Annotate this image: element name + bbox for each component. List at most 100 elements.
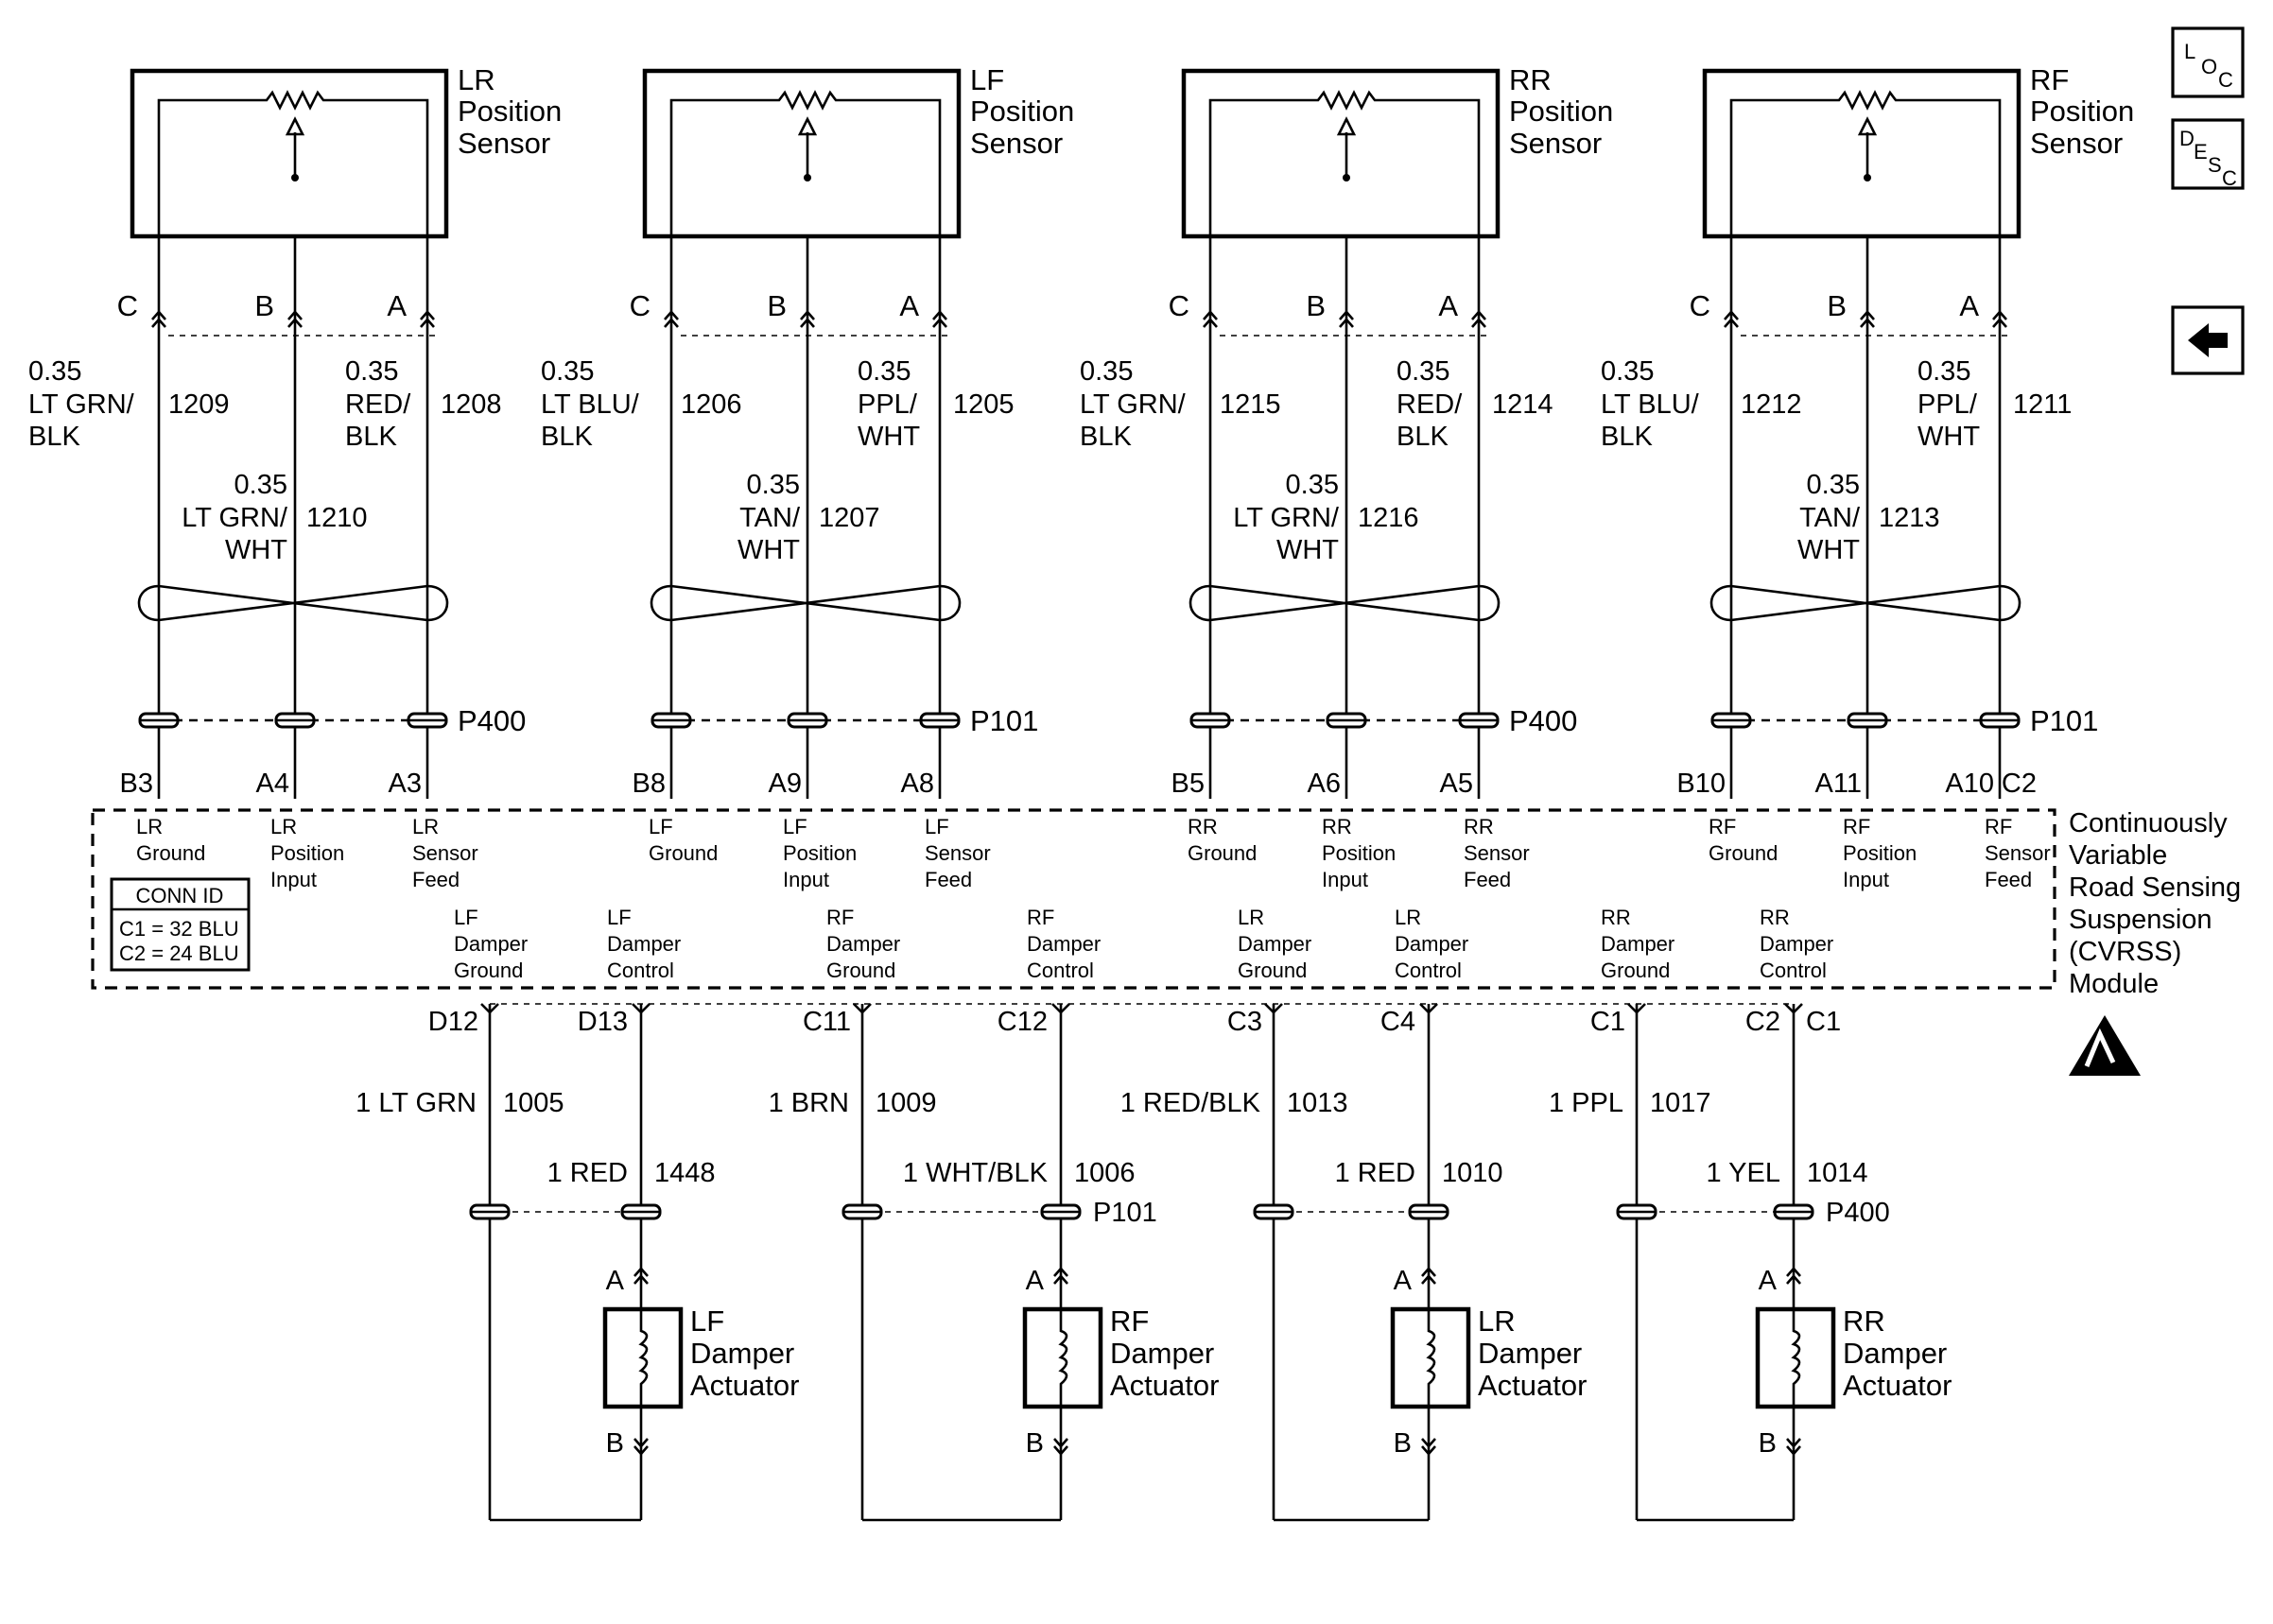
actuator-housing <box>602 1306 684 1409</box>
potentiometer-icon <box>1208 90 1481 236</box>
module-function: Damper <box>454 932 528 956</box>
pin-label: A <box>899 289 919 322</box>
actuator-name: Damper <box>690 1337 794 1370</box>
module-function: Damper <box>1238 932 1311 956</box>
wire-color: WHT <box>737 535 800 565</box>
wiper-arrow-icon <box>285 116 305 178</box>
module-function: Damper <box>607 932 681 956</box>
terminal-chevron <box>1786 1267 1801 1285</box>
sensor-name: Sensor <box>2030 127 2123 160</box>
module-function: RR <box>1464 815 1494 838</box>
twisted-pair-icon <box>1189 584 1501 622</box>
inline-connector-pin <box>1616 1203 1657 1220</box>
module-function: Feed <box>1985 868 2032 891</box>
wiper-arrow-icon <box>1857 116 1878 178</box>
pin-label: C <box>1169 289 1189 322</box>
sensor-name: Sensor <box>1509 127 1602 160</box>
circuit-number: 1214 <box>1492 389 1553 420</box>
module-pin: C2 <box>1745 1007 1780 1037</box>
actuator-name: Damper <box>1478 1337 1582 1370</box>
back-arrow-icon <box>2188 323 2228 357</box>
module-function: LF <box>607 906 632 929</box>
wire-size: 0.35 <box>541 356 594 387</box>
wire-size: 0.35 <box>1397 356 1449 387</box>
loc-label: L <box>2184 40 2195 63</box>
twisted-pair-icon <box>650 584 962 622</box>
terminal-chevron <box>420 310 435 328</box>
wire-color: LT GRN/ <box>1080 389 1187 420</box>
wiper-node <box>1864 174 1871 181</box>
inline-connector-pin <box>620 1203 662 1220</box>
circuit-number: 1010 <box>1442 1158 1503 1188</box>
module-pin: A5 <box>1440 769 1473 799</box>
circuit-number: 1211 <box>2013 389 2072 420</box>
pin-label: B <box>254 289 274 322</box>
module-function: Input <box>1843 868 1889 891</box>
module-function: RR <box>1322 815 1352 838</box>
connector-name: P400 <box>1826 1198 1890 1228</box>
module-name: Suspension <box>2069 905 2212 935</box>
module-function: Feed <box>412 868 460 891</box>
wire-color: 1 RED <box>547 1158 628 1188</box>
module-connector-id: C2 <box>2002 769 2037 799</box>
module-function: Ground <box>1188 841 1257 865</box>
conn-id-row: C1 = 32 BLU <box>119 917 239 941</box>
inline-connector-pin <box>1710 712 1752 729</box>
wire-color: WHT <box>1797 535 1860 565</box>
module-function: LF <box>783 815 807 838</box>
module-connector-id: C1 <box>1806 1007 1841 1037</box>
inline-connector-pin <box>1847 712 1888 729</box>
wire-size: 0.35 <box>1286 470 1339 500</box>
module-function: Ground <box>136 841 205 865</box>
module-pin: A11 <box>1815 769 1862 799</box>
wire-color: WHT <box>858 422 920 452</box>
back-button[interactable] <box>2171 305 2245 375</box>
module-name: (CVRSS) <box>2069 937 2181 967</box>
circuit-number: 1448 <box>654 1158 716 1188</box>
module-function: Sensor <box>1464 841 1530 865</box>
module-function: RF <box>1027 906 1054 929</box>
inline-connector-pin <box>1326 712 1367 729</box>
module-function: Control <box>1760 959 1827 982</box>
module-pin: A3 <box>389 769 422 799</box>
module-function: RF <box>1985 815 2012 838</box>
module-function: RF <box>1709 815 1736 838</box>
wire-color: BLK <box>345 422 397 452</box>
inline-connector-pin <box>1040 1203 1082 1220</box>
inline-connector-pin <box>407 712 448 729</box>
terminal-chevron <box>287 310 303 328</box>
conn-id-row: C2 = 24 BLU <box>119 942 239 965</box>
module-pin: D13 <box>578 1007 628 1037</box>
sensor-name: Position <box>1509 95 1613 128</box>
loc-button[interactable]: LOC <box>2171 26 2245 98</box>
module-function: Position <box>783 841 857 865</box>
circuit-number: 1005 <box>503 1088 564 1118</box>
module-function: Sensor <box>412 841 478 865</box>
module-function: Control <box>1395 959 1462 982</box>
pin-label: B <box>1759 1428 1777 1459</box>
actuator-name: Actuator <box>1478 1369 1587 1402</box>
pin-label: A <box>1759 1266 1778 1296</box>
wire-color: PPL/ <box>1917 389 1978 420</box>
circuit-number: 1017 <box>1650 1088 1711 1118</box>
module-name: Road Sensing <box>2069 872 2241 903</box>
sensor-name: LR <box>458 63 495 96</box>
circuit-number: 1013 <box>1287 1088 1348 1118</box>
pin-label: B <box>606 1428 624 1459</box>
terminal-chevron <box>1724 310 1739 328</box>
terminal-chevron <box>1421 1438 1436 1456</box>
circuit-number: 1210 <box>306 503 368 533</box>
pin-label: C <box>630 289 651 322</box>
wire-color: 1 LT GRN <box>356 1088 477 1118</box>
circuit-number: 1014 <box>1807 1158 1868 1188</box>
sensor-name: Sensor <box>970 127 1063 160</box>
potentiometer-icon <box>1729 90 2002 236</box>
module-function: Ground <box>1709 841 1778 865</box>
